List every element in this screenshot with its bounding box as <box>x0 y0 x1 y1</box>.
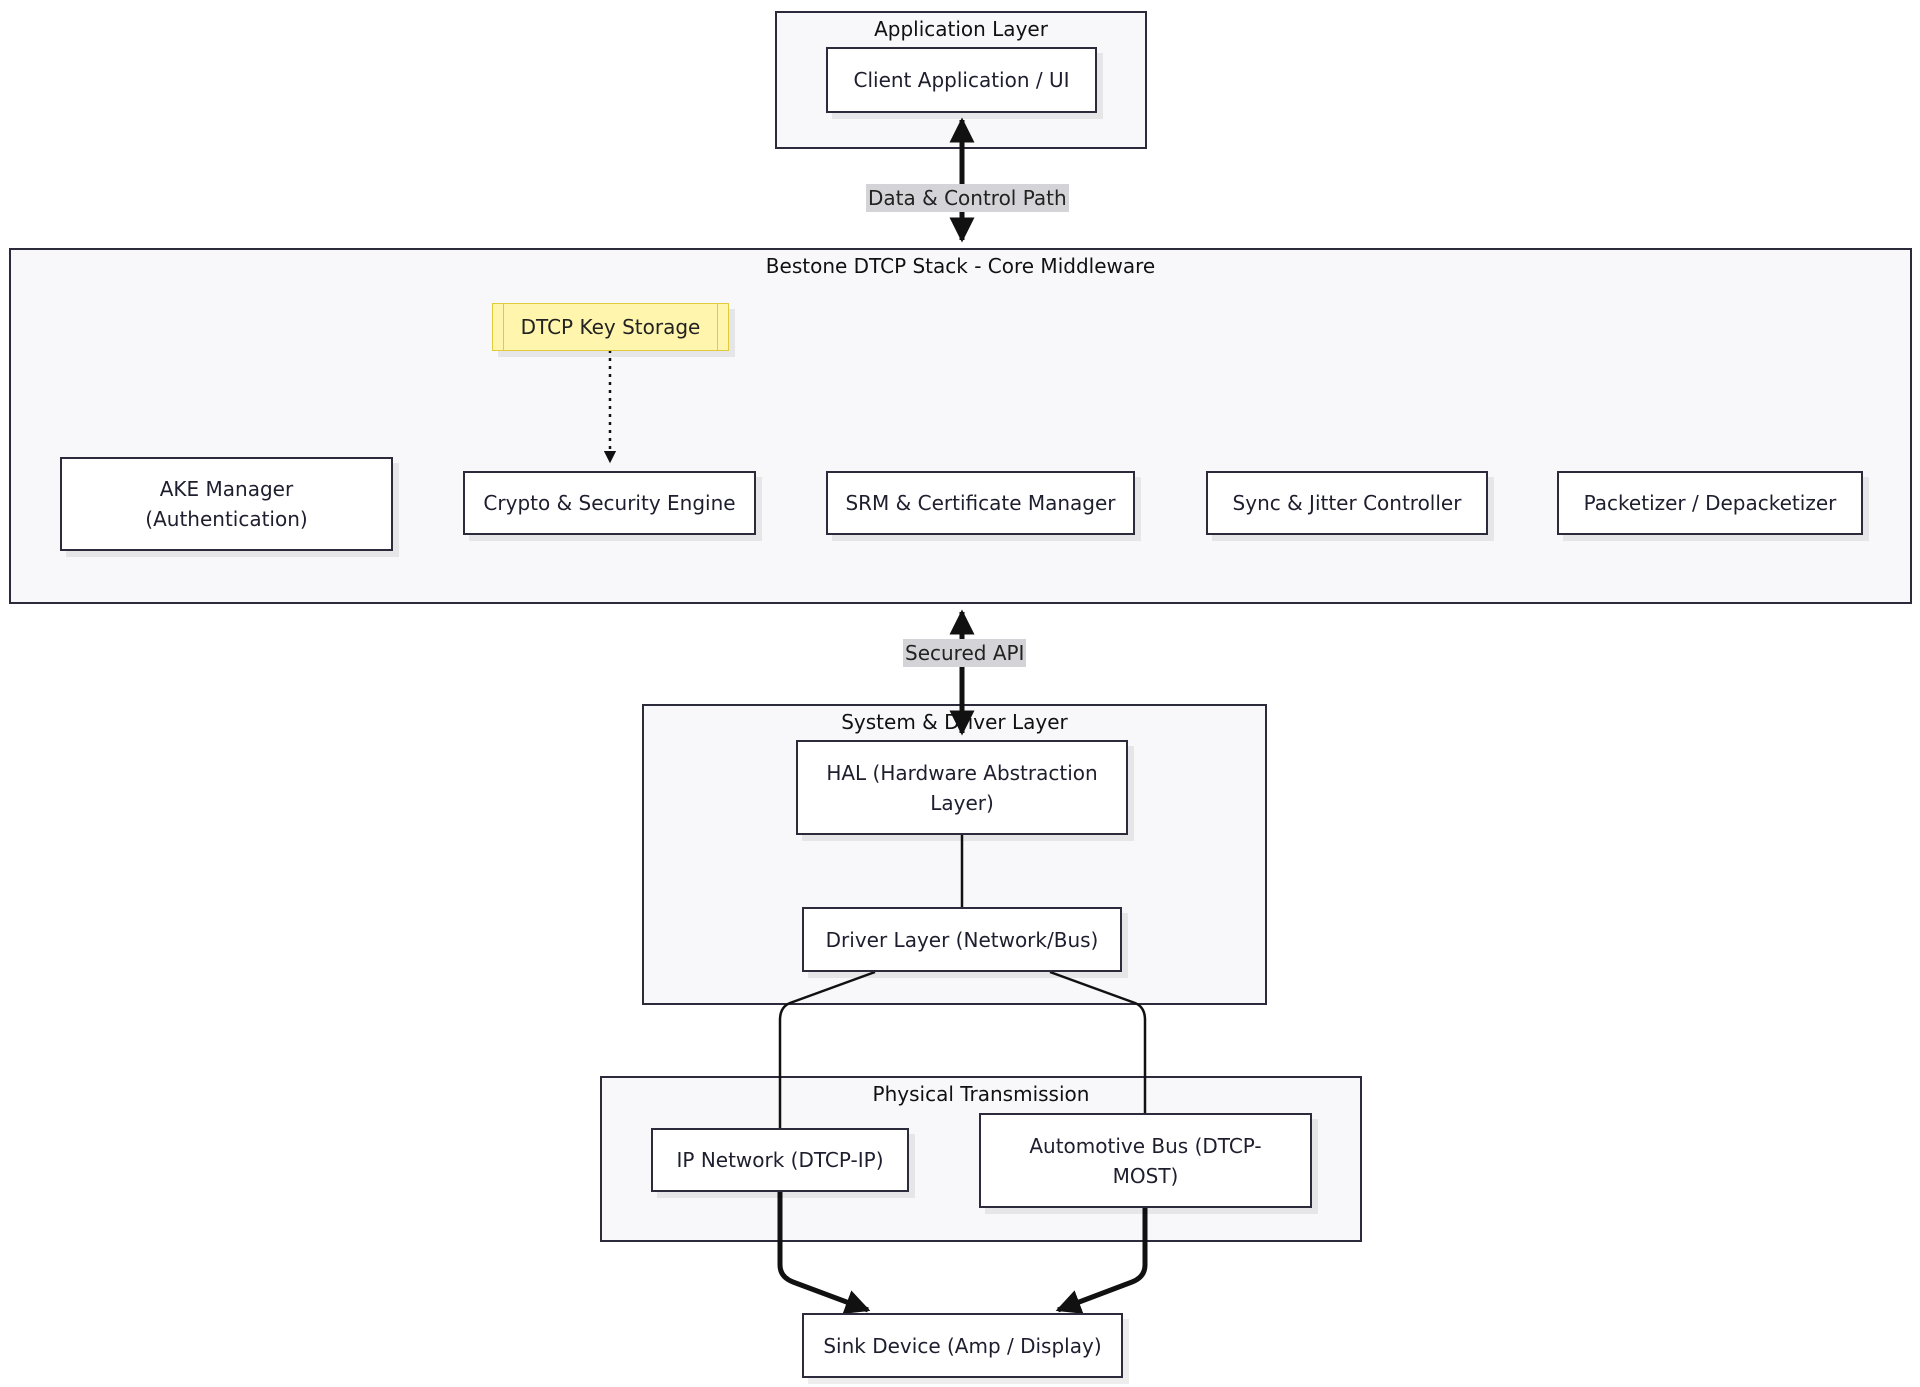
node-ip-network[interactable]: IP Network (DTCP-IP) <box>651 1128 909 1192</box>
node-client-application[interactable]: Client Application / UI <box>826 47 1097 113</box>
node-sink-device[interactable]: Sink Device (Amp / Display) <box>802 1313 1123 1378</box>
node-ake-manager[interactable]: AKE Manager (Authentication) <box>60 457 393 551</box>
edge-driver-to-automotive-bus <box>1049 970 1147 1113</box>
node-label: Crypto & Security Engine <box>483 491 736 515</box>
node-driver-layer[interactable]: Driver Layer (Network/Bus) <box>802 907 1122 972</box>
edge-automotive-bus-to-sink <box>1055 1208 1148 1314</box>
node-packetizer-depacketizer[interactable]: Packetizer / Depacketizer <box>1557 471 1863 535</box>
node-sync-jitter-controller[interactable]: Sync & Jitter Controller <box>1206 471 1488 535</box>
node-automotive-bus[interactable]: Automotive Bus (DTCP- MOST) <box>979 1113 1312 1208</box>
node-label: Client Application / UI <box>853 68 1070 92</box>
node-label-line-2: (Authentication) <box>145 507 308 531</box>
node-label: Sync & Jitter Controller <box>1232 491 1462 515</box>
node-dtcp-key-storage[interactable]: DTCP Key Storage <box>492 303 729 351</box>
cluster-title: Bestone DTCP Stack - Core Middleware <box>765 254 1156 278</box>
node-hal[interactable]: HAL (Hardware Abstraction Layer) <box>796 740 1128 835</box>
node-label: DTCP Key Storage <box>520 315 701 339</box>
node-label-line-1: Automotive Bus (DTCP- <box>1029 1133 1262 1158</box>
edge-ip-network-to-sink <box>777 1192 871 1314</box>
edge-driver-to-ip-network <box>778 970 876 1128</box>
node-crypto-security-engine[interactable]: Crypto & Security Engine <box>463 471 756 535</box>
node-srm-certificate-manager[interactable]: SRM & Certificate Manager <box>826 471 1135 535</box>
node-label-line-1: HAL (Hardware Abstraction <box>826 760 1098 785</box>
node-label: Driver Layer (Network/Bus) <box>825 927 1099 952</box>
edge-label-data-control-path: Data & Control Path <box>866 184 1069 212</box>
node-label-line-1: AKE Manager <box>159 477 294 501</box>
edge-label-secured-api: Secured API <box>903 639 1027 667</box>
cluster-title: Application Layer <box>874 17 1048 41</box>
node-label: SRM & Certificate Manager <box>845 491 1116 515</box>
node-label-line-2: Layer) <box>930 790 994 815</box>
node-label: Sink Device (Amp / Display) <box>823 1333 1102 1358</box>
node-label: Packetizer / Depacketizer <box>1583 491 1837 515</box>
node-label: IP Network (DTCP-IP) <box>676 1148 884 1172</box>
cluster-title: Physical Transmission <box>872 1082 1090 1106</box>
cluster-core-middleware: Bestone DTCP Stack - Core Middleware <box>9 248 1912 604</box>
node-label-line-2: MOST) <box>1112 1163 1179 1188</box>
